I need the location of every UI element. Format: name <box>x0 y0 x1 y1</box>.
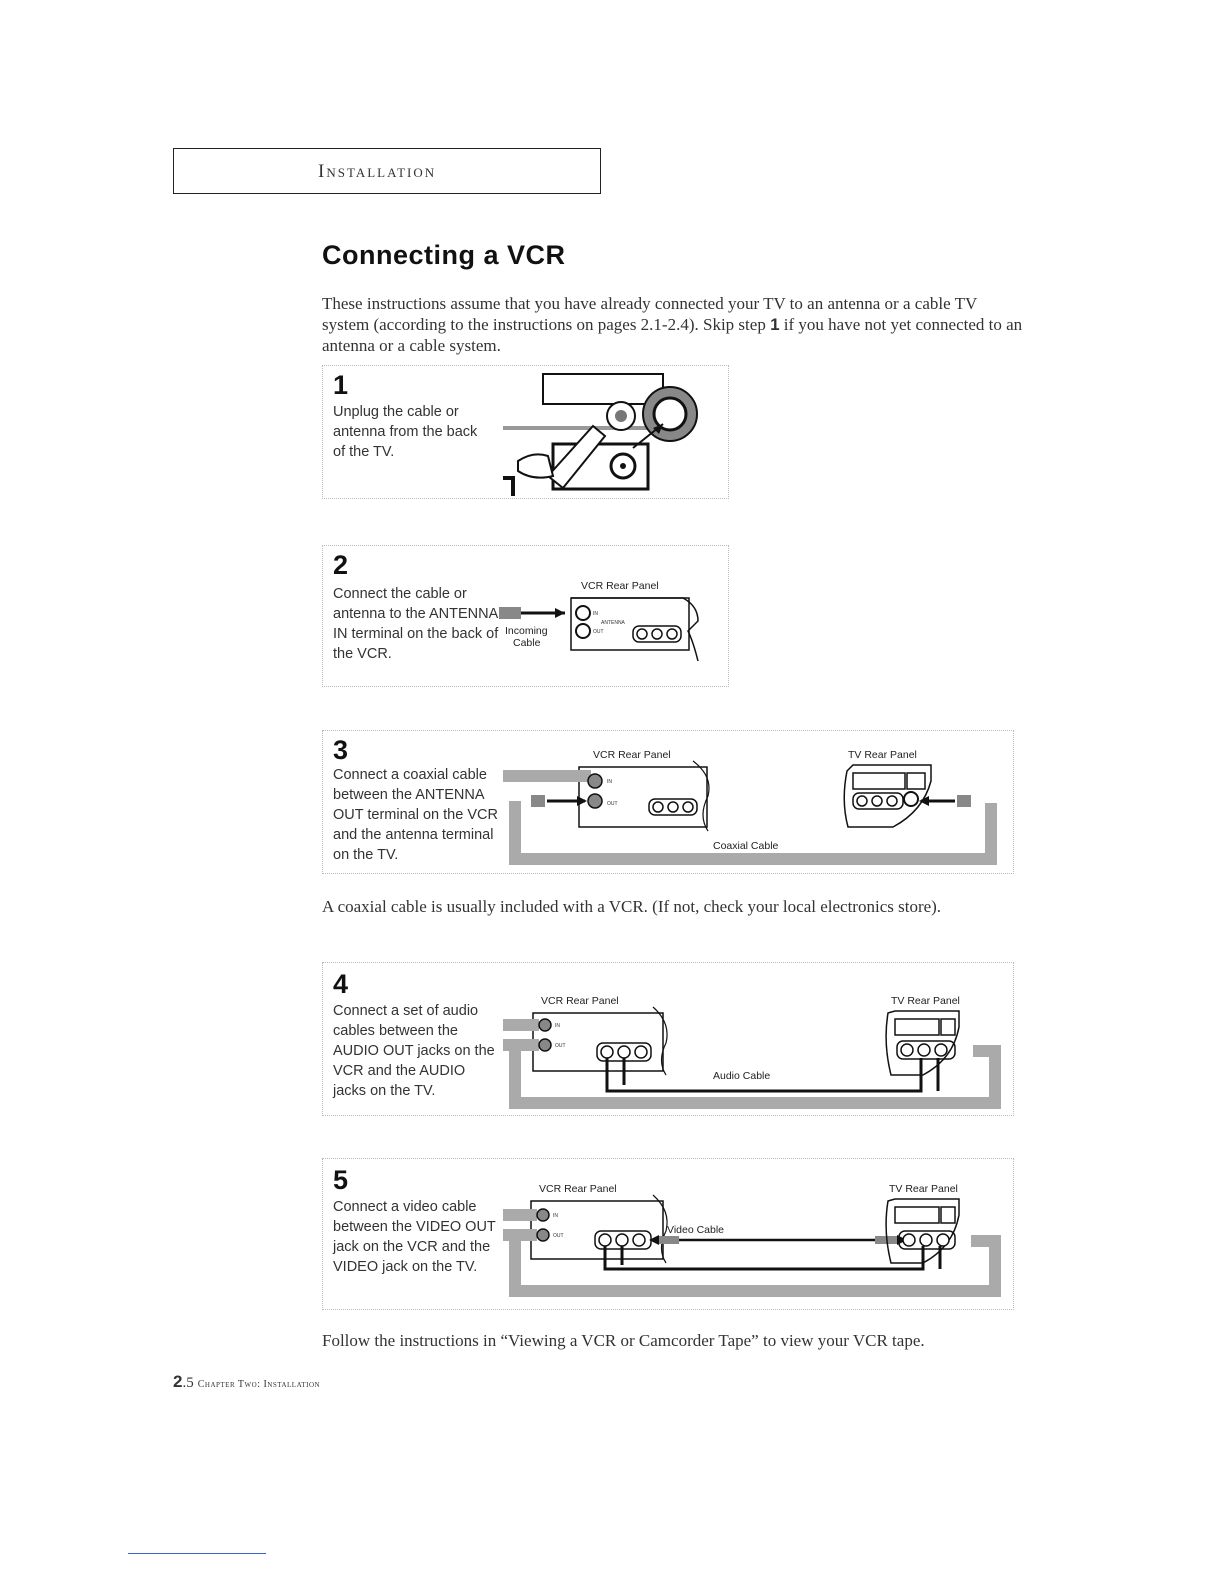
follow-paragraph: Follow the instructions in “Viewing a VC… <box>322 1331 925 1350</box>
step-5-text: Connect a video cable between the VIDEO … <box>333 1199 496 1275</box>
step-3-out-label: OUT <box>607 801 618 807</box>
intro-text-before: These instructions assume that you have … <box>322 294 977 334</box>
step-1-illustration <box>503 373 698 496</box>
step-3-coax-label: Coaxial Cable <box>713 840 779 852</box>
step-2-out-label: OUT <box>593 629 604 635</box>
step-4-tv-label: TV Rear Panel <box>891 995 960 1007</box>
step-2-in-label: IN <box>593 611 598 617</box>
intro-paragraph: These instructions assume that you have … <box>322 293 1027 356</box>
step-3-vcr-label: VCR Rear Panel <box>593 749 671 761</box>
footer-chapter: Chapter Two: Installation <box>197 1379 321 1390</box>
step-3-number: 3 <box>333 735 349 765</box>
step-5-out-label: OUT <box>553 1233 564 1239</box>
step-4-vcr-label: VCR Rear Panel <box>541 995 619 1007</box>
step-4-text: Connect a set of audio cables between th… <box>333 1003 495 1099</box>
step-4-number: 4 <box>333 969 349 999</box>
page-title: Connecting a VCR <box>322 240 566 270</box>
step-5-number: 5 <box>333 1165 349 1195</box>
step-2-cable-label: Cable <box>513 637 541 649</box>
step-1-text: Unplug the cable or antenna from the bac… <box>333 404 478 460</box>
step-5-vcr-label: VCR Rear Panel <box>539 1183 617 1195</box>
step-3-in-label: IN <box>607 779 612 785</box>
step-4-out-label: OUT <box>555 1043 566 1049</box>
step-5-diagram: VCR Rear Panel TV Rear Panel IN OUT Vide… <box>503 1183 1001 1297</box>
step-1-panel: 1 Unplug the cable or antenna from the b… <box>322 365 729 499</box>
footer-page-sub: .5 <box>182 1375 194 1391</box>
step-3-text: Connect a coaxial cable between the ANTE… <box>333 767 498 863</box>
step-5-video-cable-label: Video Cable <box>667 1224 724 1236</box>
step-3-panel: 3 Connect a coaxial cable between the AN… <box>322 730 1014 874</box>
intro-bold-step: 1 <box>770 315 780 334</box>
section-header: Installation <box>173 148 601 194</box>
footer-page-number: 2 <box>173 1372 183 1391</box>
step-2-antenna-label: ANTENNA <box>601 620 626 626</box>
step-3-tv-label: TV Rear Panel <box>848 749 917 761</box>
step-5-tv-label: TV Rear Panel <box>889 1183 958 1195</box>
note-paragraph: A coaxial cable is usually included with… <box>322 897 942 916</box>
intro-text-after: if you have not yet connected to an ante… <box>322 315 1023 355</box>
step-4-audio-cable-label: Audio Cable <box>713 1070 770 1082</box>
step-4-in-label: IN <box>555 1023 560 1029</box>
step-2-incoming-label: Incoming <box>505 625 548 637</box>
step-5-panel: 5 Connect a video cable between the VIDE… <box>322 1158 1014 1310</box>
step-4-diagram: VCR Rear Panel TV Rear Panel IN OUT Audi… <box>503 995 1001 1109</box>
step-4-panel: 4 Connect a set of audio cables between … <box>322 962 1014 1116</box>
step-2-panel: 2 Connect the cable or antenna to the AN… <box>322 545 729 687</box>
page-footer: 2.5 Chapter Two: Installation <box>173 1372 320 1392</box>
step-3-diagram: VCR Rear Panel TV Rear Panel IN OUT Coax… <box>503 749 997 865</box>
step-2-text: Connect the cable or antenna to the ANTE… <box>333 586 499 662</box>
step-2-vcr-label: VCR Rear Panel <box>581 580 659 592</box>
step-5-in-label: IN <box>553 1213 558 1219</box>
section-header-label: Installation <box>318 161 437 182</box>
step-2-diagram: VCR Rear Panel IN OUT ANTENNA Incoming C… <box>499 580 699 662</box>
bottom-divider <box>128 1553 266 1554</box>
step-2-number: 2 <box>333 550 349 580</box>
step-1-number: 1 <box>333 370 349 400</box>
